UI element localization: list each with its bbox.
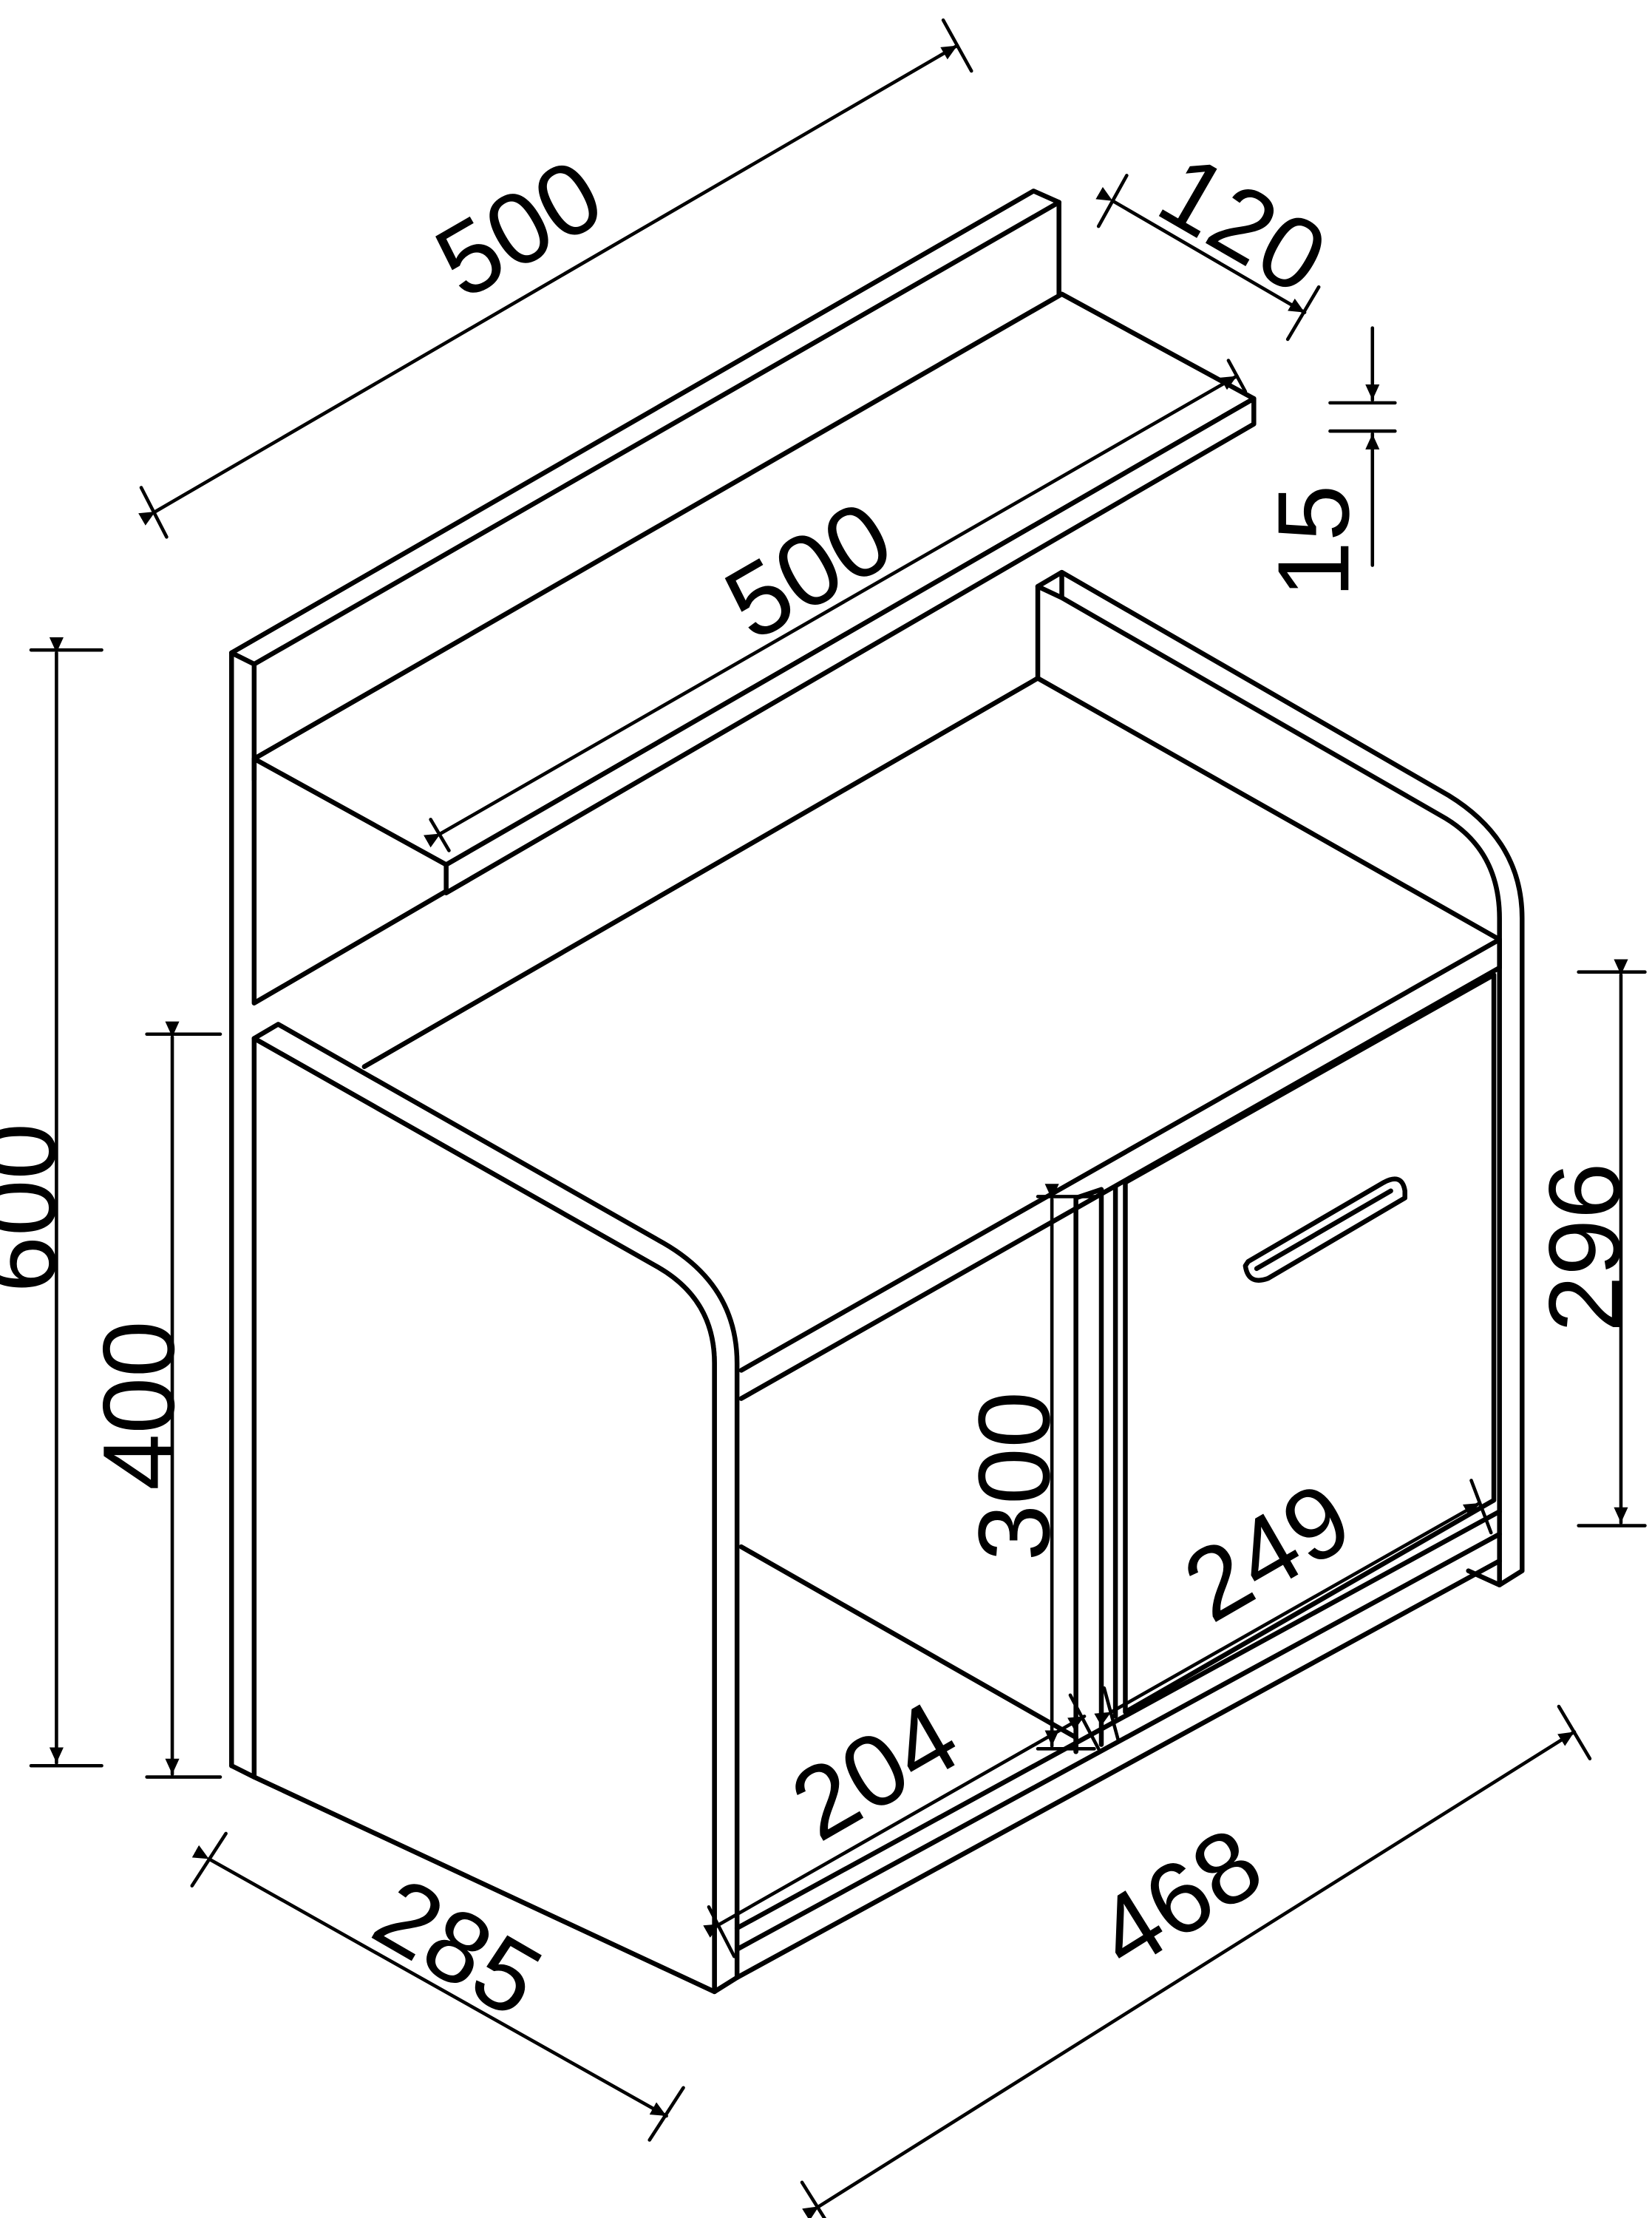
dim-total-height: 600 xyxy=(0,1123,78,1292)
door xyxy=(1112,972,1497,1719)
center-divider xyxy=(1073,1187,1104,1754)
door-handle xyxy=(1243,1176,1407,1283)
dim-shelf-thickness: 15 xyxy=(1257,485,1370,598)
dimension-lines: 500 500 120 15 600 400 300 xyxy=(0,18,1647,2218)
dim-side-height: 400 xyxy=(82,1320,196,1490)
left-side-panel xyxy=(251,1022,740,1995)
dim-shelf-depth: 120 xyxy=(1141,133,1345,316)
dim-compartment-height: 300 xyxy=(957,1391,1071,1561)
dim-width: 468 xyxy=(1077,1805,1281,1992)
dim-back-panel-width: 500 xyxy=(418,137,622,320)
dim-door-height: 296 xyxy=(1528,1162,1642,1332)
